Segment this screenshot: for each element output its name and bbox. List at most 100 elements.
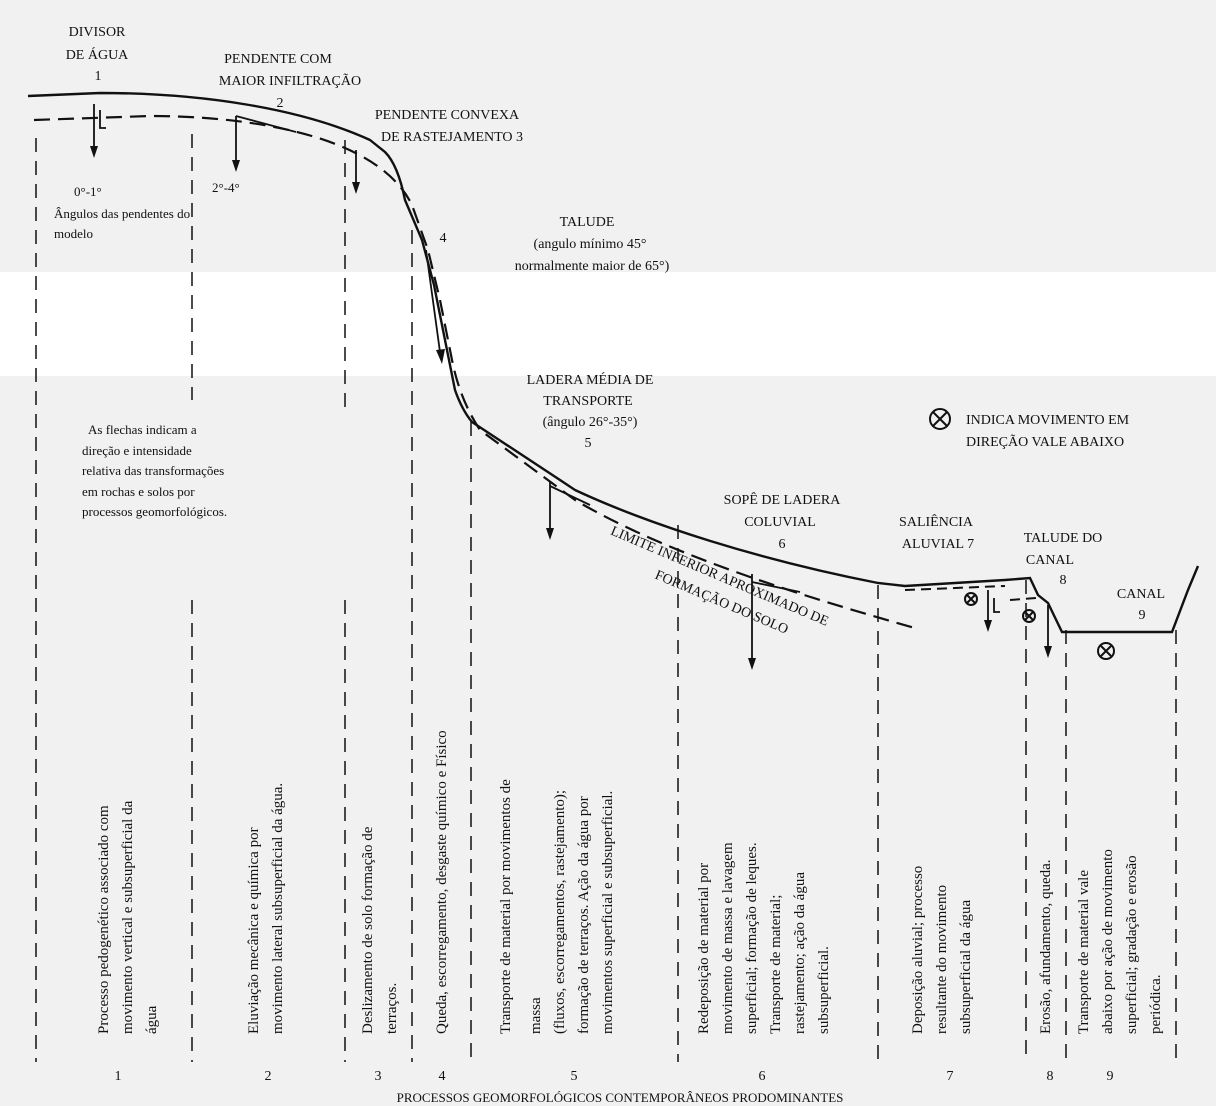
process-line: Transporte de material por movimentos de [498, 779, 514, 1034]
downvalley-symbol-icon [1022, 609, 1036, 623]
note-line: As flechas indicam a [88, 422, 197, 437]
soil-limit-segment [904, 585, 1006, 591]
process-line: terraços. [384, 983, 400, 1034]
label-line: PENDENTE CONVEXA [375, 108, 520, 123]
arrow-head [1044, 646, 1052, 658]
process-column-3: Deslizamento de solo formação de terraço… [360, 826, 400, 1084]
label-line: SOPÊ DE LADERA [724, 491, 842, 508]
unit-label-4: 4 [440, 231, 447, 246]
unit-label-2: PENDENTE COM MAIOR INFILTRAÇÃO 2 [219, 52, 361, 111]
label-line: 1 [95, 69, 102, 84]
background-band-top [0, 0, 1216, 272]
process-number: 7 [947, 1069, 954, 1084]
process-line: Processo pedogenético associado com [96, 805, 112, 1034]
process-number: 2 [265, 1069, 272, 1084]
label-line: DE RASTEJAMENTO 3 [381, 130, 523, 145]
downvalley-symbol-icon [1097, 642, 1115, 660]
process-column-1: Processo pedogenético associado com movi… [96, 800, 160, 1084]
arrow [751, 581, 801, 593]
process-line: (fluxos, escorregamentos, rastejamento); [552, 790, 568, 1034]
process-column-6: Redeposição de material por movimento de… [696, 842, 832, 1084]
soil-limit-label: LIMITE INFERIOR APROXIMADO DE FORMAÇÃO D… [608, 524, 830, 638]
arrow [99, 110, 106, 129]
arrow-head [748, 658, 756, 670]
soil-limit-segments [904, 585, 1037, 601]
arrow [993, 598, 1000, 613]
label-line: (ângulo 26°-35°) [543, 415, 638, 430]
angle-caption-line: Ângulos das pendentes do [54, 206, 190, 221]
arrow [425, 249, 441, 353]
legend-symbol-icon [929, 408, 951, 430]
label-line: 9 [1139, 608, 1146, 623]
unit-label-7: SALIÊNCIA ALUVIAL 7 [899, 513, 974, 552]
process-number: 9 [1107, 1069, 1114, 1084]
legend-line: DIREÇÃO VALE ABAIXO [966, 434, 1124, 450]
label-line: PENDENTE COM [224, 52, 332, 67]
process-column-5: Transporte de material por movimentos de… [498, 779, 616, 1084]
label-line: LIMITE INFERIOR APROXIMADO DE [608, 524, 830, 630]
unit-label-1: DIVISOR DE ÁGUA 1 [66, 25, 129, 84]
note-line: processos geomorfológicos. [82, 504, 227, 519]
note-line: relativa das transformações [82, 463, 224, 478]
process-line: movimento de massa e lavagem [720, 842, 736, 1034]
unit-label-talude: TALUDE (angulo mínimo 45° normalmente ma… [515, 215, 670, 274]
process-column-8: Erosão, afundamento, queda. 8 [1038, 859, 1054, 1084]
legend-line: INDICA MOVIMENTO EM [966, 413, 1130, 428]
process-line: Eluviação mecânica e química por [246, 827, 262, 1034]
label-line: 6 [779, 537, 786, 552]
label-line: DIVISOR [69, 25, 126, 40]
process-number: 6 [759, 1069, 766, 1084]
unit-label-3: PENDENTE CONVEXA DE RASTEJAMENTO 3 [375, 108, 523, 145]
process-line: resultante do movimento [934, 885, 950, 1034]
process-arrows [93, 104, 1049, 660]
note-line: em rochas e solos por [82, 484, 195, 499]
process-line: massa [528, 997, 544, 1034]
downvalley-symbol-icon [964, 592, 978, 606]
soil-limit-segment [1009, 597, 1037, 601]
angle-caption-line: modelo [54, 226, 93, 241]
arrows-note: As flechas indicam a direção e intensida… [82, 422, 227, 519]
unit-boundaries [35, 134, 1177, 1062]
label-line: CANAL [1026, 553, 1074, 568]
process-line: subsuperficial. [816, 946, 832, 1034]
label-line: TRANSPORTE [543, 394, 632, 409]
arrow [235, 115, 297, 133]
label-line: 4 [440, 231, 447, 246]
arrow-head [232, 160, 240, 172]
process-number: 3 [375, 1069, 382, 1084]
process-number: 8 [1047, 1069, 1054, 1084]
label-line: CANAL [1117, 587, 1165, 602]
process-line: subsuperficial da água [958, 900, 974, 1034]
label-line: MAIOR INFILTRAÇÃO [219, 73, 361, 89]
unit-label-8: TALUDE DO CANAL 8 [1024, 531, 1103, 588]
process-line: formação de terraços. Ação da água por [576, 796, 592, 1034]
label-line: normalmente maior de 65°) [515, 259, 670, 274]
unit-label-9: CANAL 9 [1117, 587, 1165, 623]
arrow-head [352, 182, 360, 194]
arrow-heads [90, 146, 1052, 670]
process-column-4: Queda, escorregamento, desgaste químico … [434, 730, 450, 1084]
arrow-head [984, 620, 992, 632]
label-line: DE ÁGUA [66, 46, 129, 63]
process-column-2: Eluviação mecânica e química por movimen… [246, 783, 286, 1084]
label-line: TALUDE [560, 215, 615, 230]
process-line: superficial; gradação e erosão [1124, 855, 1140, 1034]
process-number: 4 [439, 1069, 446, 1084]
arrow [549, 485, 591, 506]
label-line: (angulo mínimo 45° [534, 237, 647, 252]
process-line: Redeposição de material por [696, 863, 712, 1034]
label-line: SALIÊNCIA [899, 513, 974, 530]
process-line: Deposição aluvial; processo [910, 866, 926, 1034]
process-line: rastejamento; ação da água [792, 872, 808, 1034]
process-line: Transporte de material; [768, 895, 784, 1034]
label-line: TALUDE DO [1024, 531, 1103, 546]
process-line: movimentos superficial e subsuperficial. [600, 791, 616, 1034]
process-line: Deslizamento de solo formação de [360, 826, 376, 1034]
arrow-head [436, 349, 445, 364]
arrow-head [90, 146, 98, 158]
downvalley-symbols [929, 408, 1115, 660]
angle-label-2: 2°-4° [212, 180, 240, 195]
process-line: movimento vertical e subsuperficial da [120, 800, 136, 1034]
process-column-9: Transporte de material vale abaixo por a… [1076, 849, 1164, 1084]
